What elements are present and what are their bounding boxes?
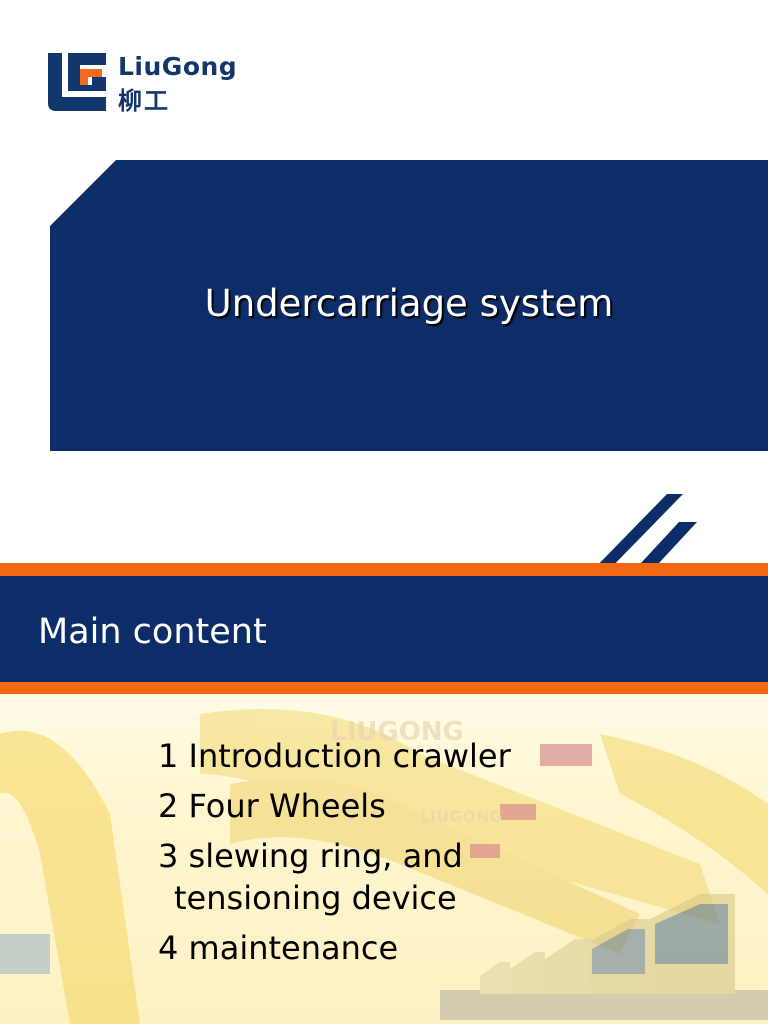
list-item-text: 3 slewing ring, and (158, 837, 463, 875)
brand-name-en: LiuGong (118, 52, 238, 81)
list-item-text: 2 Four Wheels (158, 787, 386, 825)
contents-list: 1 Introduction crawler 2 Four Wheels 3 s… (158, 735, 511, 977)
orange-divider-top (0, 563, 768, 576)
diagonal-stripes-decoration (587, 494, 697, 576)
list-item-text: 4 maintenance (158, 929, 399, 967)
list-item-text: 1 Introduction crawler (158, 737, 511, 775)
list-item: 4 maintenance (158, 927, 511, 969)
list-item-text-continued: tensioning device (174, 879, 457, 917)
orange-divider-bottom (0, 682, 768, 694)
liugong-logo-icon (48, 53, 106, 111)
section-header-bar: Main content (0, 576, 768, 682)
title-panel: Undercarriage system (50, 160, 768, 451)
list-item: 1 Introduction crawler (158, 735, 511, 777)
list-item: 2 Four Wheels (158, 785, 511, 827)
brand-logo: LiuGong 柳工 (48, 50, 288, 115)
background-excavator-photo: LIUGONG LIUGONG (0, 694, 768, 1024)
svg-text:LIUGONG: LIUGONG (330, 717, 464, 747)
slide-title: Undercarriage system (204, 282, 614, 325)
list-item: 3 slewing ring, and tensioning device (158, 835, 511, 919)
section-heading: Main content (38, 612, 267, 652)
svg-text:LIUGONG: LIUGONG (420, 807, 502, 826)
brand-name-cn: 柳工 (118, 87, 170, 115)
excavator-lineup-graphic: LIUGONG LIUGONG (0, 709, 768, 1024)
